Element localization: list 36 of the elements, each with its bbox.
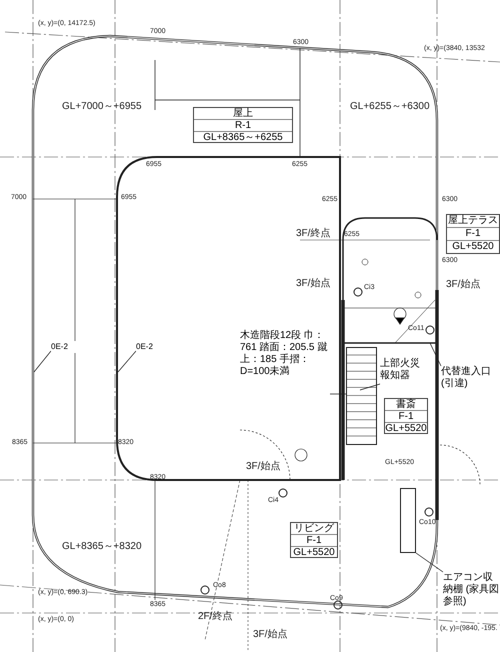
room-name: リビング	[293, 523, 335, 534]
dimension-label: 3F/始点	[253, 630, 288, 640]
dimension-label: 2F/終点	[198, 612, 232, 622]
note-text: エアコン収納棚 (家具図参照)	[443, 572, 500, 608]
room-name: 屋上	[232, 108, 254, 119]
dimension-label: GL+7000～+6955	[62, 102, 142, 112]
note-text: 上部火災報知器	[380, 358, 422, 382]
floor-code: R-1	[194, 119, 292, 131]
note-text: 0E-2	[51, 341, 77, 353]
stair-outline	[346, 347, 377, 445]
room-name: 書斎	[395, 399, 417, 410]
dimension-label: 3F/終点	[296, 229, 330, 239]
level-label: GL+8365～+6255	[194, 131, 292, 143]
shelf-outline	[400, 488, 416, 553]
level-label: GL+5520	[385, 422, 427, 434]
leader-line	[360, 384, 380, 390]
note-text: 木造階段12段 巾：761 踏面：205.5 蹴上：185 手摺：D=100未満	[240, 330, 330, 378]
dimension-label: GL+8365～+8320	[62, 542, 142, 552]
dimension-label: 3F/始点	[296, 279, 330, 289]
floor-code: F-1	[291, 534, 337, 546]
room-tag	[384, 398, 428, 434]
leader-line	[34, 350, 52, 372]
leader-line	[430, 342, 442, 366]
dimension-label: 3F/始点	[246, 462, 280, 472]
room-tag	[193, 107, 293, 143]
floor-code: F-1	[447, 227, 499, 240]
room-name: 屋上テラス	[447, 215, 499, 227]
room-tag	[446, 214, 500, 254]
level-label: GL+5520	[447, 240, 499, 253]
dimension-label: 3F/始点	[446, 280, 480, 290]
floor-code: F-1	[385, 410, 427, 422]
room-tag	[290, 522, 338, 558]
leader-line	[416, 552, 444, 572]
leader-line	[118, 350, 136, 372]
dimension-label: GL+6255～+6300	[350, 102, 430, 112]
level-label: GL+5520	[291, 546, 337, 558]
